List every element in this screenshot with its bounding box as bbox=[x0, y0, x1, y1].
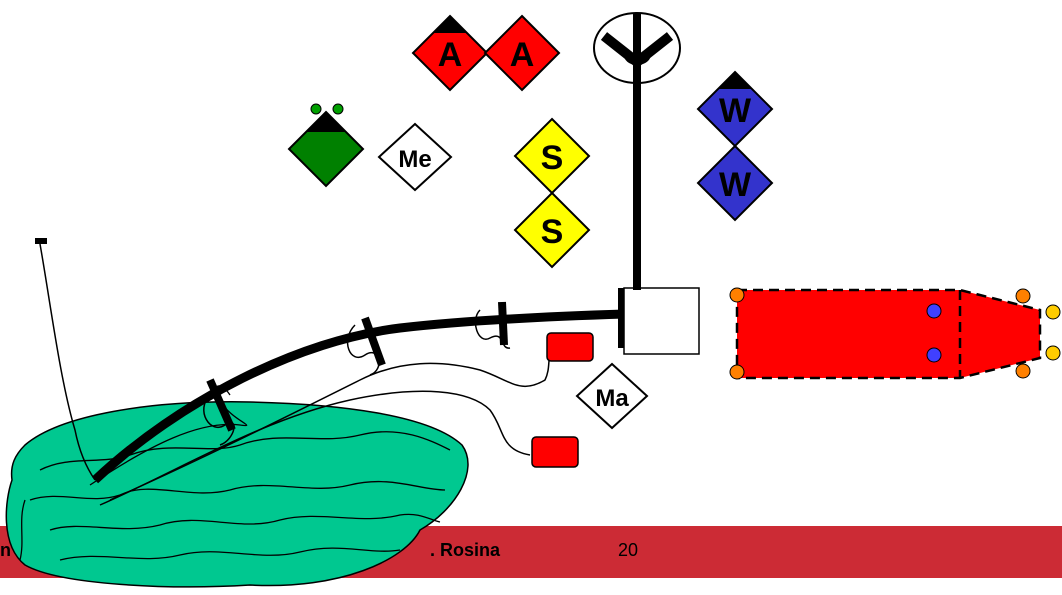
vessel-dot-orange-3 bbox=[1015, 288, 1031, 304]
yellow-s-symbol-2: S bbox=[513, 191, 591, 269]
red-a-label-2: A bbox=[510, 36, 535, 74]
vessel-dot-orange-1 bbox=[729, 287, 745, 303]
ma-symbol: Ma bbox=[575, 362, 649, 430]
red-a-symbol-2: A bbox=[483, 14, 561, 92]
cable-to-lower-box bbox=[99, 390, 531, 506]
red-a-label-1: A bbox=[438, 36, 463, 74]
vessel-dot-orange-4 bbox=[1015, 363, 1031, 379]
footer-left-text: n bbox=[0, 540, 11, 560]
cable-to-upper-box bbox=[109, 354, 551, 501]
main-boom-cable bbox=[91, 309, 626, 484]
red-box-lower bbox=[531, 436, 579, 468]
red-box-upper bbox=[546, 332, 594, 362]
boom-clamp-1 bbox=[206, 378, 236, 432]
yellow-s-label-2: S bbox=[541, 213, 564, 251]
ma-label: Ma bbox=[595, 385, 629, 412]
vessel-dot-blue-1 bbox=[926, 303, 942, 319]
red-vessel bbox=[729, 287, 1061, 380]
island-shape bbox=[5, 401, 469, 588]
footer-author-text: . Rosina bbox=[430, 540, 501, 560]
footer-page-number: 20 bbox=[618, 540, 639, 560]
boom-clamp-2 bbox=[361, 316, 386, 367]
me-label: Me bbox=[398, 146, 431, 173]
me-symbol: Me bbox=[377, 122, 453, 192]
thin-cable-left bbox=[39, 243, 96, 481]
cable-end-marker bbox=[35, 238, 47, 244]
vessel-dot-blue-2 bbox=[926, 347, 942, 363]
vessel-dot-orange-2 bbox=[729, 364, 745, 380]
yellow-s-label-1: S bbox=[541, 139, 564, 177]
blue-w-label-2: W bbox=[719, 166, 752, 204]
antenna-symbol bbox=[593, 12, 681, 90]
blue-w-symbol-1: W bbox=[696, 70, 774, 148]
boom-clamp-3 bbox=[498, 301, 508, 346]
red-a-symbol-1: A bbox=[411, 14, 489, 92]
blue-w-symbol-2: W bbox=[696, 144, 774, 222]
island-contours bbox=[19, 431, 451, 561]
blue-w-label-1: W bbox=[719, 92, 752, 130]
green-diamond-symbol bbox=[287, 103, 365, 188]
vessel-dot-yellow-2 bbox=[1045, 345, 1061, 361]
yellow-s-symbol-1: S bbox=[513, 117, 591, 195]
white-square-box bbox=[623, 287, 700, 355]
vessel-dot-yellow-1 bbox=[1045, 304, 1061, 320]
